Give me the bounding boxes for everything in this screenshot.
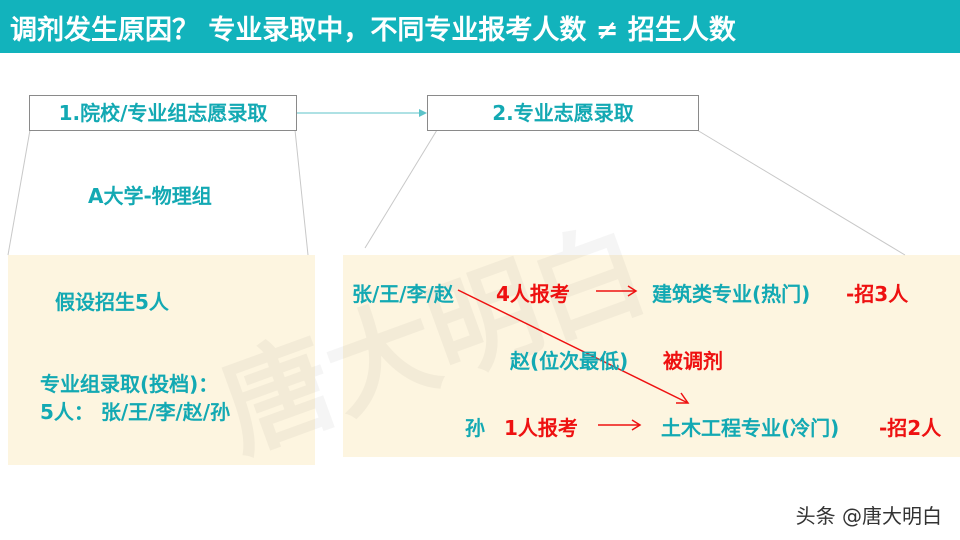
adjusted-status: 被调剂 (663, 349, 723, 373)
row2-names: 孙 (465, 416, 485, 440)
adjusted-student: 赵(位次最低) (510, 349, 629, 373)
assume-quota: 假设招生5人 (55, 290, 169, 314)
step1-box: 1.院校/专业组志愿录取 (29, 95, 297, 131)
row1-major: 建筑类专业(热门) (652, 282, 811, 306)
row2-quota: -招2人 (879, 416, 942, 440)
row2-count: 1人报考 (504, 416, 578, 440)
row2-major: 土木工程专业(冷门) (661, 416, 840, 440)
page-title: 调剂发生原因？ 专业录取中，不同专业报考人数 ≠ 招生人数 (10, 15, 736, 46)
row1-names: 张/王/李/赵 (352, 282, 454, 306)
group-name: A大学-物理组 (88, 184, 212, 208)
header-bar (0, 0, 960, 53)
footer-credit: 头条 @唐大明白 (795, 504, 942, 528)
admit-list: 5人： 张/王/李/赵/孙 (40, 400, 231, 424)
right-panel (343, 255, 960, 457)
admit-label: 专业组录取(投档)： (40, 372, 219, 396)
row1-count: 4人报考 (496, 282, 570, 306)
step2-box: 2.专业志愿录取 (427, 95, 699, 131)
row1-quota: -招3人 (846, 282, 909, 306)
left-panel (8, 255, 315, 465)
